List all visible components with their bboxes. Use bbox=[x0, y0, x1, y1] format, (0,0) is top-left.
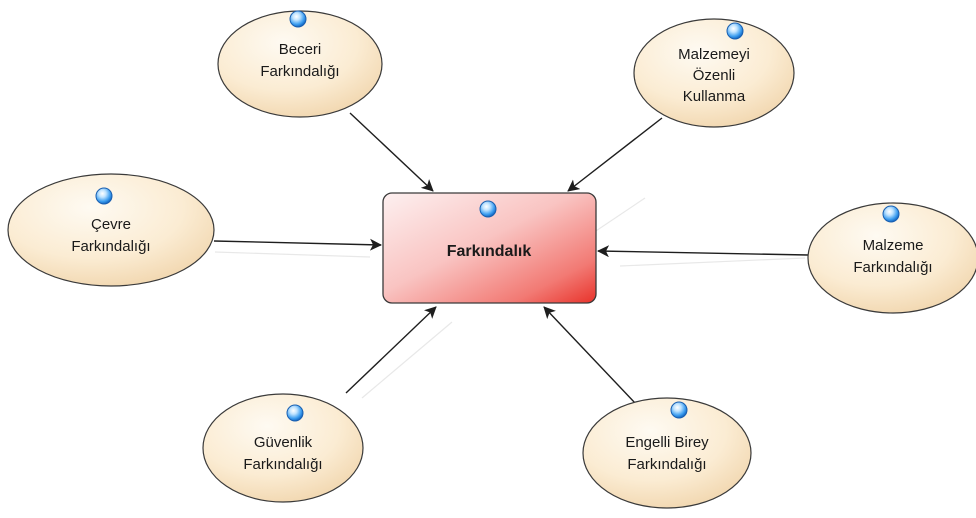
blue-sphere-icon bbox=[479, 200, 497, 218]
node-label-line: Farkındalığı bbox=[853, 259, 932, 276]
node-label-line: Farkındalığı bbox=[243, 456, 322, 473]
arrow-guvenlik-to-center bbox=[345, 306, 437, 394]
node-label-line: Malzeme bbox=[863, 237, 924, 254]
node-malzeme-farkindaligi: Malzeme Farkındalığı bbox=[807, 202, 976, 314]
node-label-line: Malzemeyi bbox=[678, 46, 750, 63]
arrow-beceri-to-center bbox=[349, 112, 434, 192]
arrow-malzeme-to-center bbox=[597, 245, 809, 258]
arrow-cevre-to-center bbox=[213, 238, 382, 251]
node-label-line: Güvenlik bbox=[254, 434, 313, 451]
node-label-line: Kullanma bbox=[683, 88, 746, 105]
node-label-line: Farkındalığı bbox=[627, 456, 706, 473]
blue-sphere-icon bbox=[726, 22, 744, 40]
center-label: Farkındalık bbox=[447, 243, 532, 260]
ghost-line bbox=[214, 251, 371, 258]
blue-sphere-icon bbox=[670, 401, 688, 419]
arrow-malzemeyi-to-center bbox=[567, 117, 663, 192]
node-label-line: Çevre bbox=[91, 216, 131, 233]
node-label-line: Farkındalığı bbox=[260, 63, 339, 80]
node-malzemeyi-ozenli-kullanma: Malzemeyi Özenli Kullanma bbox=[633, 18, 795, 128]
blue-sphere-icon bbox=[882, 205, 900, 223]
arrow-engelli-to-center bbox=[543, 306, 637, 405]
ghost-line bbox=[619, 257, 806, 267]
node-label-line: Özenli bbox=[693, 66, 736, 84]
blue-sphere-icon bbox=[95, 187, 113, 205]
blue-sphere-icon bbox=[289, 10, 307, 28]
node-beceri-farkindaligi: Beceri Farkındalığı bbox=[217, 10, 383, 118]
node-guvenlik-farkindaligi: Güvenlik Farkındalığı bbox=[202, 393, 364, 503]
node-label-line: Engelli Birey bbox=[625, 434, 709, 451]
ghost-line bbox=[361, 321, 453, 399]
node-label-line: Beceri bbox=[279, 41, 322, 58]
node-cevre-farkindaligi: Çevre Farkındalığı bbox=[7, 173, 215, 287]
node-engelli-birey-farkindaligi: Engelli Birey Farkındalığı bbox=[582, 397, 752, 509]
node-label-line: Farkındalığı bbox=[71, 238, 150, 255]
blue-sphere-icon bbox=[286, 404, 304, 422]
center-node-farkindalik: Farkındalık bbox=[382, 192, 597, 304]
